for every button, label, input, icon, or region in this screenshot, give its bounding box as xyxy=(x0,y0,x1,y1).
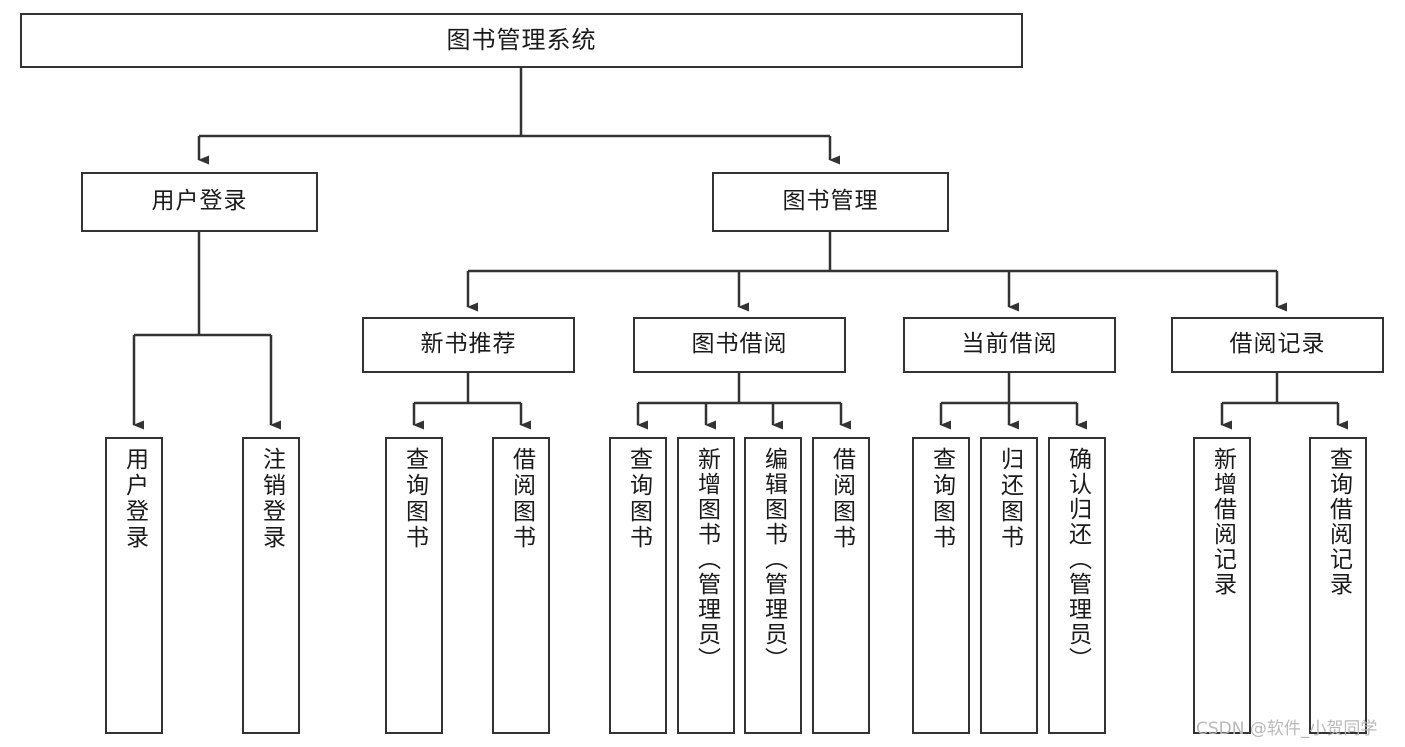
node-label: 用户登录 xyxy=(121,447,148,551)
node-root-book-management-system[interactable]: 图书管理系统 xyxy=(20,13,1023,68)
node-label: 查询图书 xyxy=(625,447,652,551)
node-label: 确认归还（管理员） xyxy=(1064,447,1091,672)
csdn-watermark: CSDN @软件_小贺同学 xyxy=(1196,719,1378,739)
node-label: 新增借阅记录 xyxy=(1209,447,1236,597)
node-leaf-record-add-record[interactable]: 新增借阅记录 xyxy=(1193,437,1251,734)
node-label: 查询图书 xyxy=(928,447,955,551)
node-leaf-current-query-book[interactable]: 查询图书 xyxy=(912,437,970,734)
node-borrow-record[interactable]: 借阅记录 xyxy=(1171,317,1384,373)
node-label: 借阅图书 xyxy=(828,447,855,551)
node-label: 编辑图书（管理员） xyxy=(760,447,787,672)
node-book-borrow[interactable]: 图书借阅 xyxy=(633,317,846,373)
node-label: 图书管理系统 xyxy=(446,26,597,55)
node-label: 图书借阅 xyxy=(691,331,788,358)
node-leaf-new-book-borrow[interactable]: 借阅图书 xyxy=(492,437,550,734)
node-label: 新书推荐 xyxy=(420,331,517,358)
node-leaf-new-book-query[interactable]: 查询图书 xyxy=(385,437,443,734)
node-label: 借阅图书 xyxy=(508,447,535,551)
node-label: 图书管理 xyxy=(782,188,879,215)
node-user-login[interactable]: 用户登录 xyxy=(81,172,318,232)
node-leaf-borrow-edit-book-admin[interactable]: 编辑图书（管理员） xyxy=(744,437,802,734)
node-leaf-current-return-book[interactable]: 归还图书 xyxy=(980,437,1038,734)
node-leaf-borrow-borrow-book[interactable]: 借阅图书 xyxy=(812,437,870,734)
node-leaf-record-query-record[interactable]: 查询借阅记录 xyxy=(1309,437,1367,734)
node-label: 借阅记录 xyxy=(1229,331,1326,358)
node-leaf-borrow-query-book[interactable]: 查询图书 xyxy=(609,437,667,734)
node-book-management[interactable]: 图书管理 xyxy=(712,172,949,232)
node-label: 注销登录 xyxy=(258,447,285,551)
node-leaf-current-confirm-return-admin[interactable]: 确认归还（管理员） xyxy=(1048,437,1106,734)
node-label: 查询图书 xyxy=(401,447,428,551)
node-label: 查询借阅记录 xyxy=(1325,447,1352,597)
node-leaf-user-login-login[interactable]: 用户登录 xyxy=(105,437,163,734)
node-new-book-recommend[interactable]: 新书推荐 xyxy=(362,317,575,373)
node-current-borrow[interactable]: 当前借阅 xyxy=(903,317,1116,373)
node-label: 归还图书 xyxy=(996,447,1023,551)
node-label: 新增图书（管理员） xyxy=(693,447,720,672)
node-label: 用户登录 xyxy=(151,188,248,215)
node-leaf-borrow-add-book-admin[interactable]: 新增图书（管理员） xyxy=(677,437,735,734)
node-leaf-user-login-logout[interactable]: 注销登录 xyxy=(242,437,300,734)
node-label: 当前借阅 xyxy=(961,331,1058,358)
